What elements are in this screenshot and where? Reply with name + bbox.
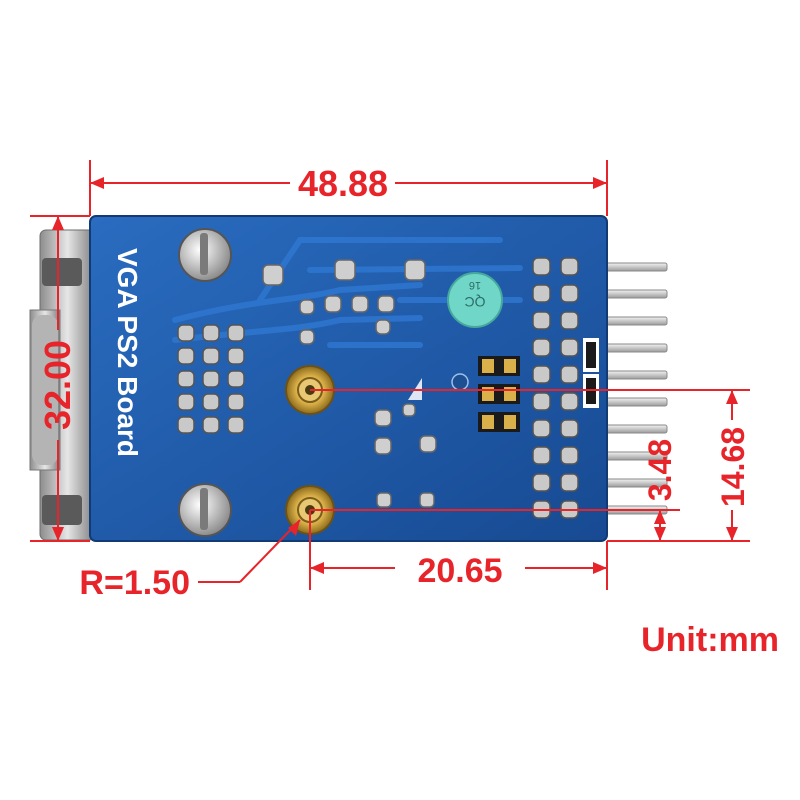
solder-pad	[532, 365, 551, 384]
vias	[262, 259, 437, 508]
dim-hole-offset-large-label: 14.68	[715, 427, 751, 507]
solder-pad	[227, 393, 245, 411]
solder-pad	[202, 416, 220, 434]
solder-pad	[560, 338, 579, 357]
header-pin	[599, 370, 668, 380]
vga-solder-pads	[177, 324, 245, 434]
header-solder-pads	[532, 257, 579, 519]
board-label: VGA PS2 Board	[112, 248, 143, 457]
dim-hole-spacing-label: 20.65	[417, 552, 502, 590]
solder-pad	[560, 446, 579, 465]
solder-pad	[177, 416, 195, 434]
unit-note: Unit:mm	[641, 621, 779, 659]
solder-pad	[560, 311, 579, 330]
solder-pad	[177, 370, 195, 388]
solder-pad	[532, 257, 551, 276]
solder-pad	[560, 473, 579, 492]
header-pin	[599, 343, 668, 353]
solder-pad	[532, 419, 551, 438]
dim-width-label: 48.88	[298, 163, 388, 204]
dim-hole-radius-label: R=1.50	[79, 564, 190, 602]
dimension-arrows	[52, 177, 738, 574]
solder-pad	[177, 347, 195, 365]
dim-hole-offset-small-label: 3.48	[642, 439, 678, 501]
solder-pad	[177, 324, 195, 342]
solder-pad	[177, 393, 195, 411]
solder-pad	[532, 311, 551, 330]
solder-pad	[560, 284, 579, 303]
solder-pad	[560, 365, 579, 384]
header-pin	[599, 397, 668, 407]
qc-sticker: QC 16	[447, 272, 503, 328]
solder-pad	[532, 284, 551, 303]
solder-pad	[202, 393, 220, 411]
header-pin	[599, 316, 668, 326]
solder-pad	[202, 347, 220, 365]
solder-pad	[532, 446, 551, 465]
qc-text: QC	[465, 294, 486, 310]
solder-pad	[227, 370, 245, 388]
vga-connector	[29, 229, 96, 541]
solder-pad	[532, 392, 551, 411]
dim-height-label: 32.00	[37, 340, 78, 430]
solder-pad	[560, 392, 579, 411]
solder-pad	[227, 347, 245, 365]
solder-pad	[227, 324, 245, 342]
solder-pad	[560, 419, 579, 438]
solder-pad	[532, 338, 551, 357]
solder-pad	[227, 416, 245, 434]
qc-number: 16	[469, 279, 481, 291]
solder-pad	[532, 473, 551, 492]
solder-pad	[202, 370, 220, 388]
solder-pad	[202, 324, 220, 342]
header-pin	[599, 289, 668, 299]
header-pin	[599, 262, 668, 272]
header-pin	[599, 424, 668, 434]
solder-pad	[560, 257, 579, 276]
